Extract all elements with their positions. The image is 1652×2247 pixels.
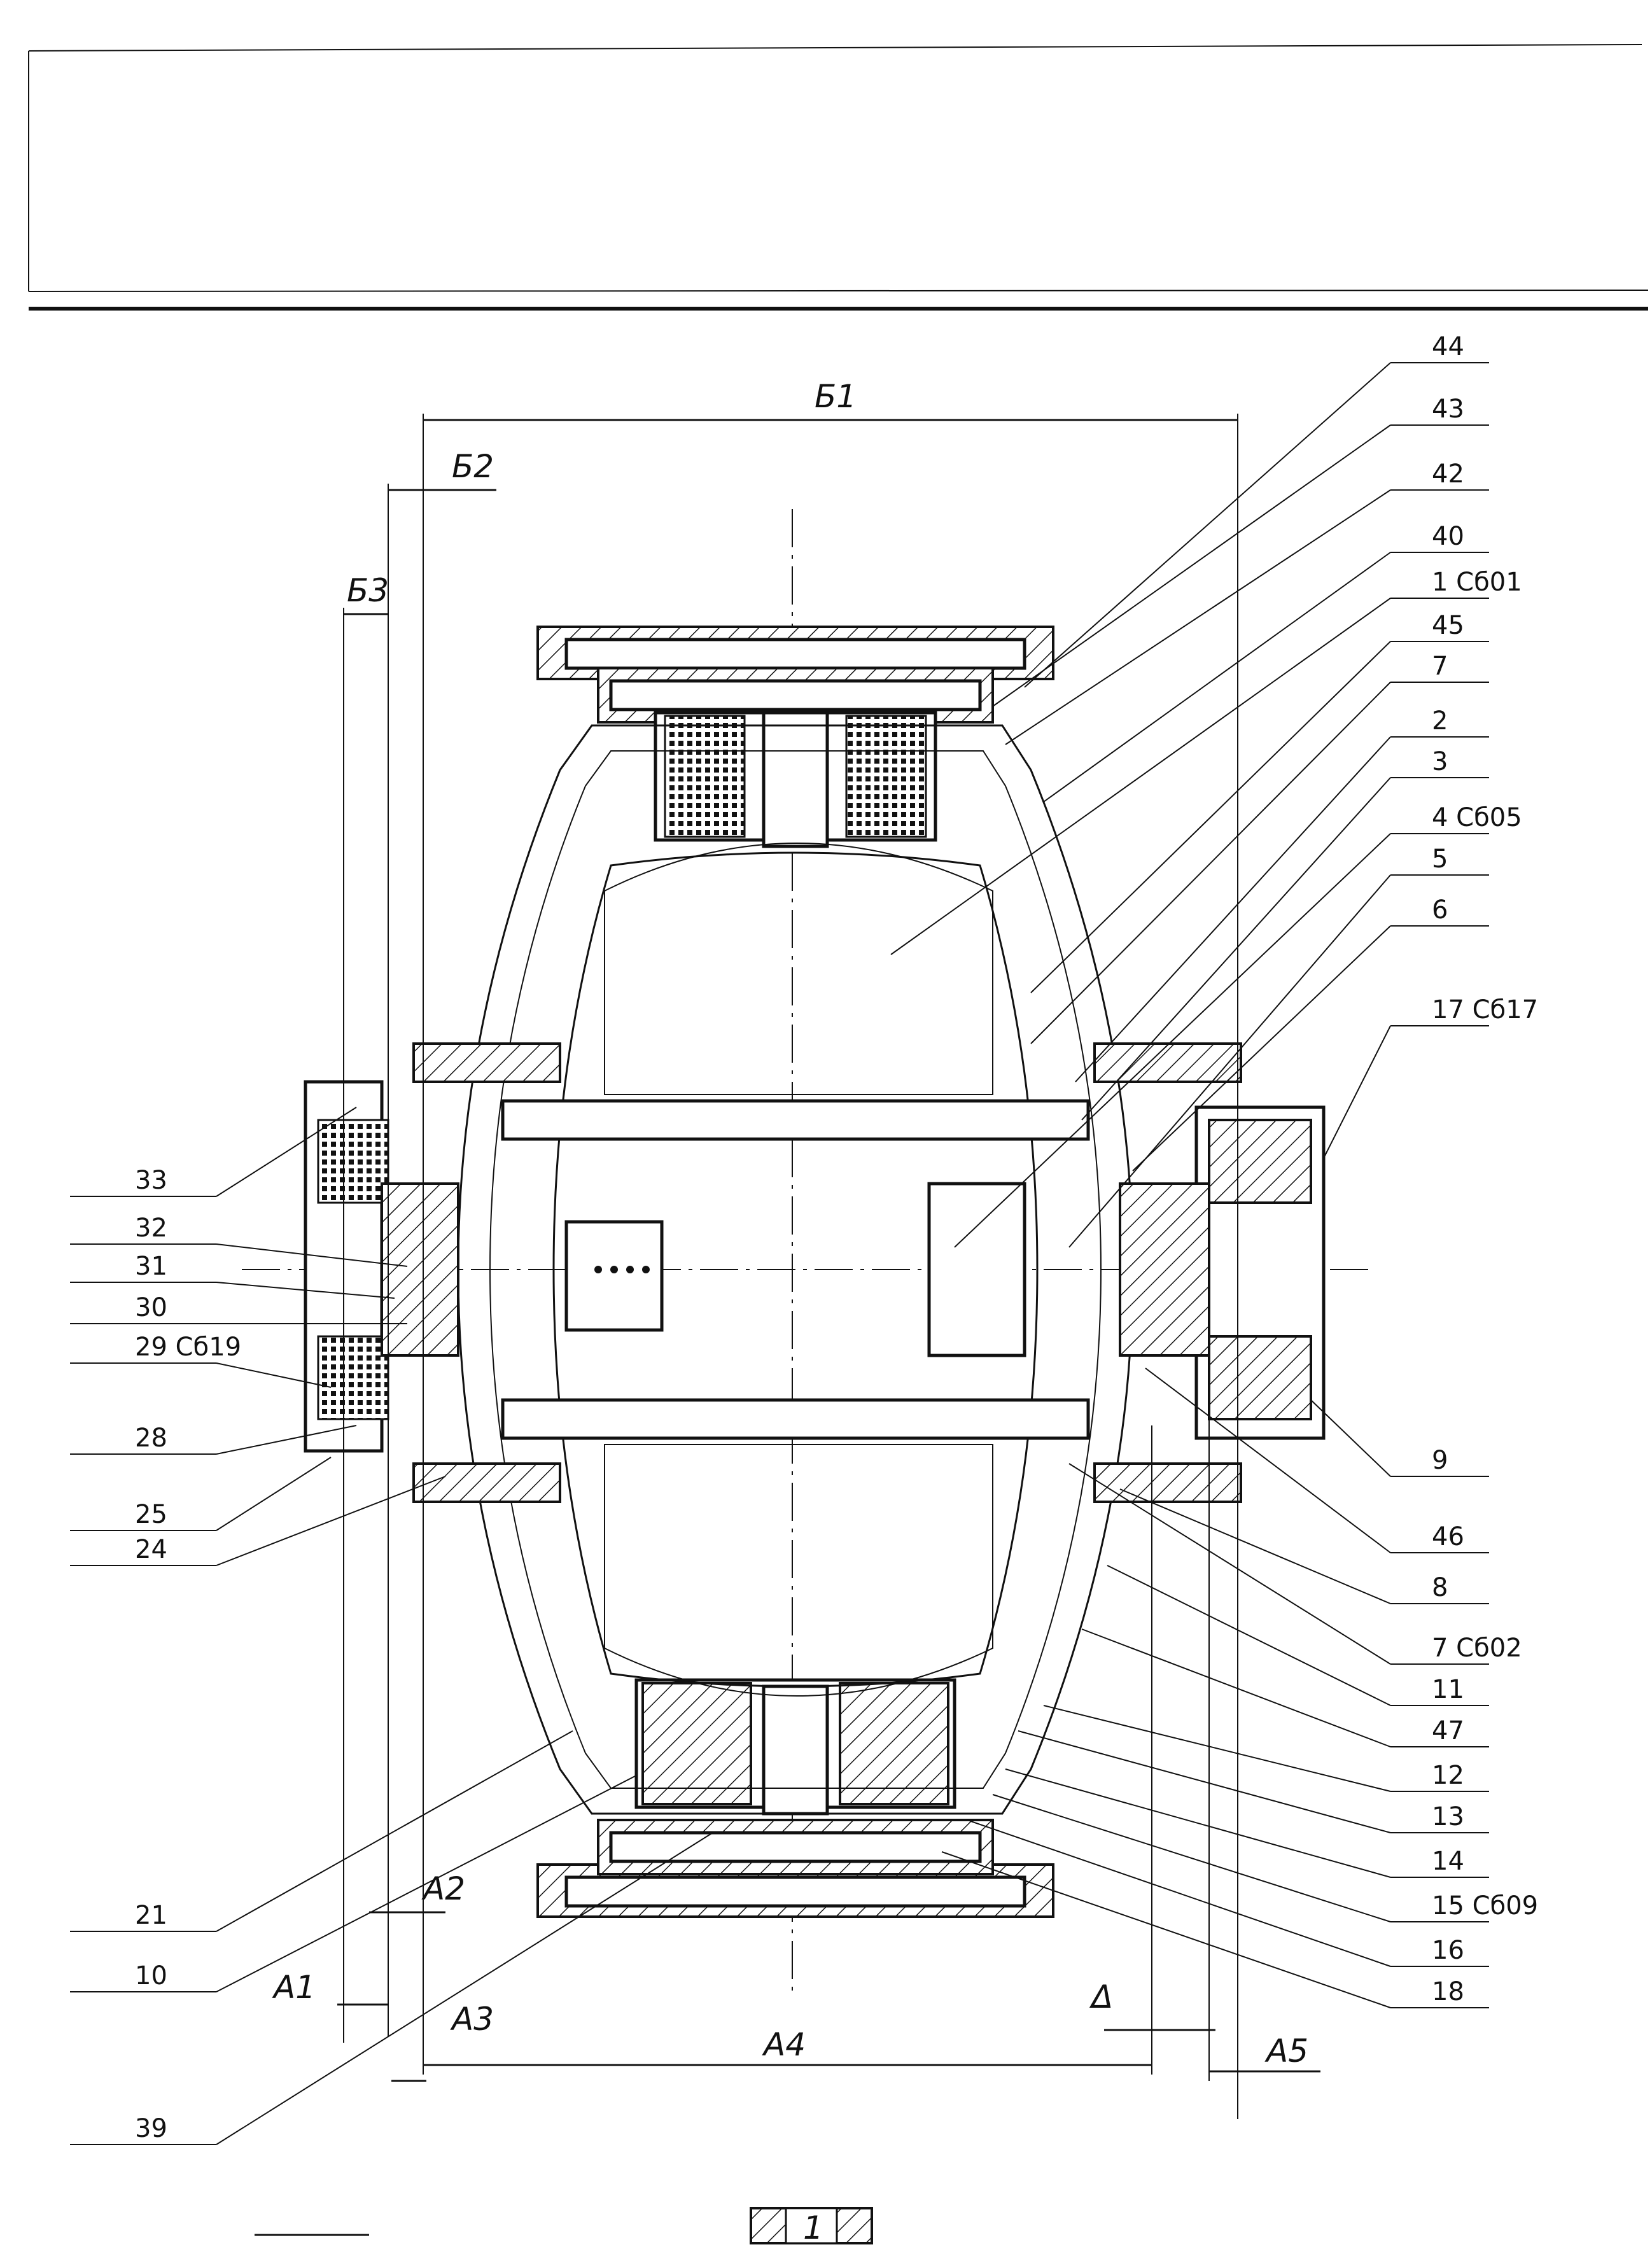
callout-label: 13 (1432, 1802, 1464, 1831)
callout-label: 45 (1432, 611, 1464, 640)
callout-label: 33 (135, 1166, 167, 1195)
rotor (501, 843, 1090, 1697)
callout-label: 42 (1432, 459, 1464, 489)
callout-left: 24 (70, 1476, 446, 1566)
top-flange (536, 626, 1054, 848)
dim-a1: А1 (272, 1969, 316, 2006)
sheet-marker: 1 (255, 2207, 873, 2246)
dim-b3: Б3 (347, 572, 389, 609)
callout-left: 29 Сб19 (70, 1333, 332, 1388)
dim-a5: А5 (1264, 2033, 1308, 2069)
callout-label: 8 (1432, 1573, 1448, 1602)
dim-a4: А4 (762, 2026, 806, 2063)
callout-label: 43 (1432, 395, 1464, 424)
callout-label: 18 (1432, 1977, 1464, 2006)
leaders-left: 33 32 31 30 29 Сб19 28 25 24 21 10 39 (70, 1107, 713, 2145)
dim-a2: А2 (421, 1870, 465, 1907)
dim-a3: А3 (450, 2001, 494, 2038)
callout-label: 15 Сб09 (1432, 1891, 1538, 1921)
callout-right: 8 (1119, 1488, 1489, 1604)
callout-label: 5 (1432, 844, 1448, 874)
callout-label: 16 (1432, 1936, 1464, 1965)
callout-label: 11 (1432, 1675, 1464, 1704)
callout-label: 46 (1432, 1522, 1464, 1551)
callout-right: 17 Сб17 (1323, 995, 1538, 1159)
dim-delta: Δ (1089, 1978, 1113, 2015)
callout-label: 14 (1432, 1847, 1464, 1876)
callout-right: 46 (1145, 1368, 1489, 1553)
callout-left: 30 (70, 1293, 407, 1324)
callout-right: 16 (967, 1819, 1489, 1967)
callout-label: 39 (135, 2114, 167, 2143)
callout-left: 33 (70, 1107, 357, 1197)
callout-label: 2 (1432, 706, 1448, 736)
callout-label: 17 Сб17 (1432, 995, 1538, 1025)
callout-right: 3 (1081, 747, 1489, 1121)
callout-label: 44 (1432, 332, 1464, 361)
callout-label: 30 (135, 1293, 167, 1322)
callout-label: 25 (135, 1500, 167, 1529)
callout-right: 45 (1030, 611, 1489, 993)
callout-label: 21 (135, 1901, 167, 1930)
left-drive (304, 1080, 459, 1453)
leaders-right: 44 43 42 40 1 Сб01 45 7 2 3 4 Сб05 5 6 17 Сб17 9 46 8 7 … (890, 332, 1538, 2008)
callout-left: 10 (70, 1775, 637, 1992)
callout-right: 47 (1081, 1628, 1489, 1747)
callout-label: 47 (1432, 1716, 1464, 1746)
callout-right: 12 (1043, 1705, 1489, 1792)
bottom-flange (536, 1678, 1054, 1918)
callout-right: 44 (1024, 332, 1489, 688)
callout-left: 32 (70, 1214, 408, 1267)
callout-left: 25 (70, 1457, 332, 1531)
callout-right: 1 Сб01 (890, 568, 1522, 955)
callout-left: 31 (70, 1252, 395, 1299)
callout-right: 7 (1030, 652, 1489, 1044)
callout-right: 43 (992, 395, 1489, 707)
dimension-labels: Б1 Б2 Б3 А1 А2 А3 А4 А5 Δ (272, 378, 1308, 2069)
dim-b1: Б1 (815, 378, 857, 415)
callout-label: 29 Сб19 (135, 1333, 241, 1362)
sheet-marker-number: 1 (803, 2209, 823, 2246)
callout-right: 13 (1018, 1730, 1489, 1833)
callout-right: 9 (1310, 1399, 1489, 1477)
callout-label: 40 (1432, 522, 1464, 551)
callout-right: 15 Сб09 (992, 1794, 1538, 1922)
callout-right: 40 (1043, 522, 1489, 802)
callout-label: 7 (1432, 652, 1448, 681)
callout-label: 24 (135, 1535, 167, 1564)
callout-label: 4 Сб05 (1432, 803, 1522, 832)
callout-label: 12 (1432, 1761, 1464, 1790)
callout-right: 6 (1132, 895, 1489, 1172)
callout-label: 31 (135, 1252, 167, 1281)
callout-right: 2 (1075, 706, 1489, 1082)
callout-right: 11 (1107, 1565, 1489, 1706)
dim-b2: Б2 (452, 448, 494, 485)
callout-right: 14 (1005, 1768, 1489, 1878)
callout-right: 7 Сб02 (1068, 1463, 1522, 1665)
callout-label: 28 (135, 1424, 167, 1453)
callout-label: 7 Сб02 (1432, 1634, 1522, 1663)
right-drive (1119, 1105, 1326, 1440)
callout-label: 3 (1432, 747, 1448, 776)
callout-right: 5 (1068, 844, 1489, 1248)
dimension-lines (337, 414, 1320, 2119)
callout-left: 21 (70, 1730, 573, 1932)
callout-label: 6 (1432, 895, 1448, 925)
callout-label: 9 (1432, 1446, 1448, 1475)
callout-label: 32 (135, 1214, 167, 1243)
callout-left: 28 (70, 1424, 357, 1455)
callout-right: 18 (941, 1851, 1489, 2008)
callout-label: 1 Сб01 (1432, 568, 1522, 597)
callout-label: 10 (135, 1961, 167, 1991)
sheet-header (28, 44, 1649, 311)
callout-right: 42 (1005, 459, 1489, 745)
callout-right: 4 Сб05 (954, 803, 1522, 1248)
callout-left: 39 (70, 1832, 713, 2145)
